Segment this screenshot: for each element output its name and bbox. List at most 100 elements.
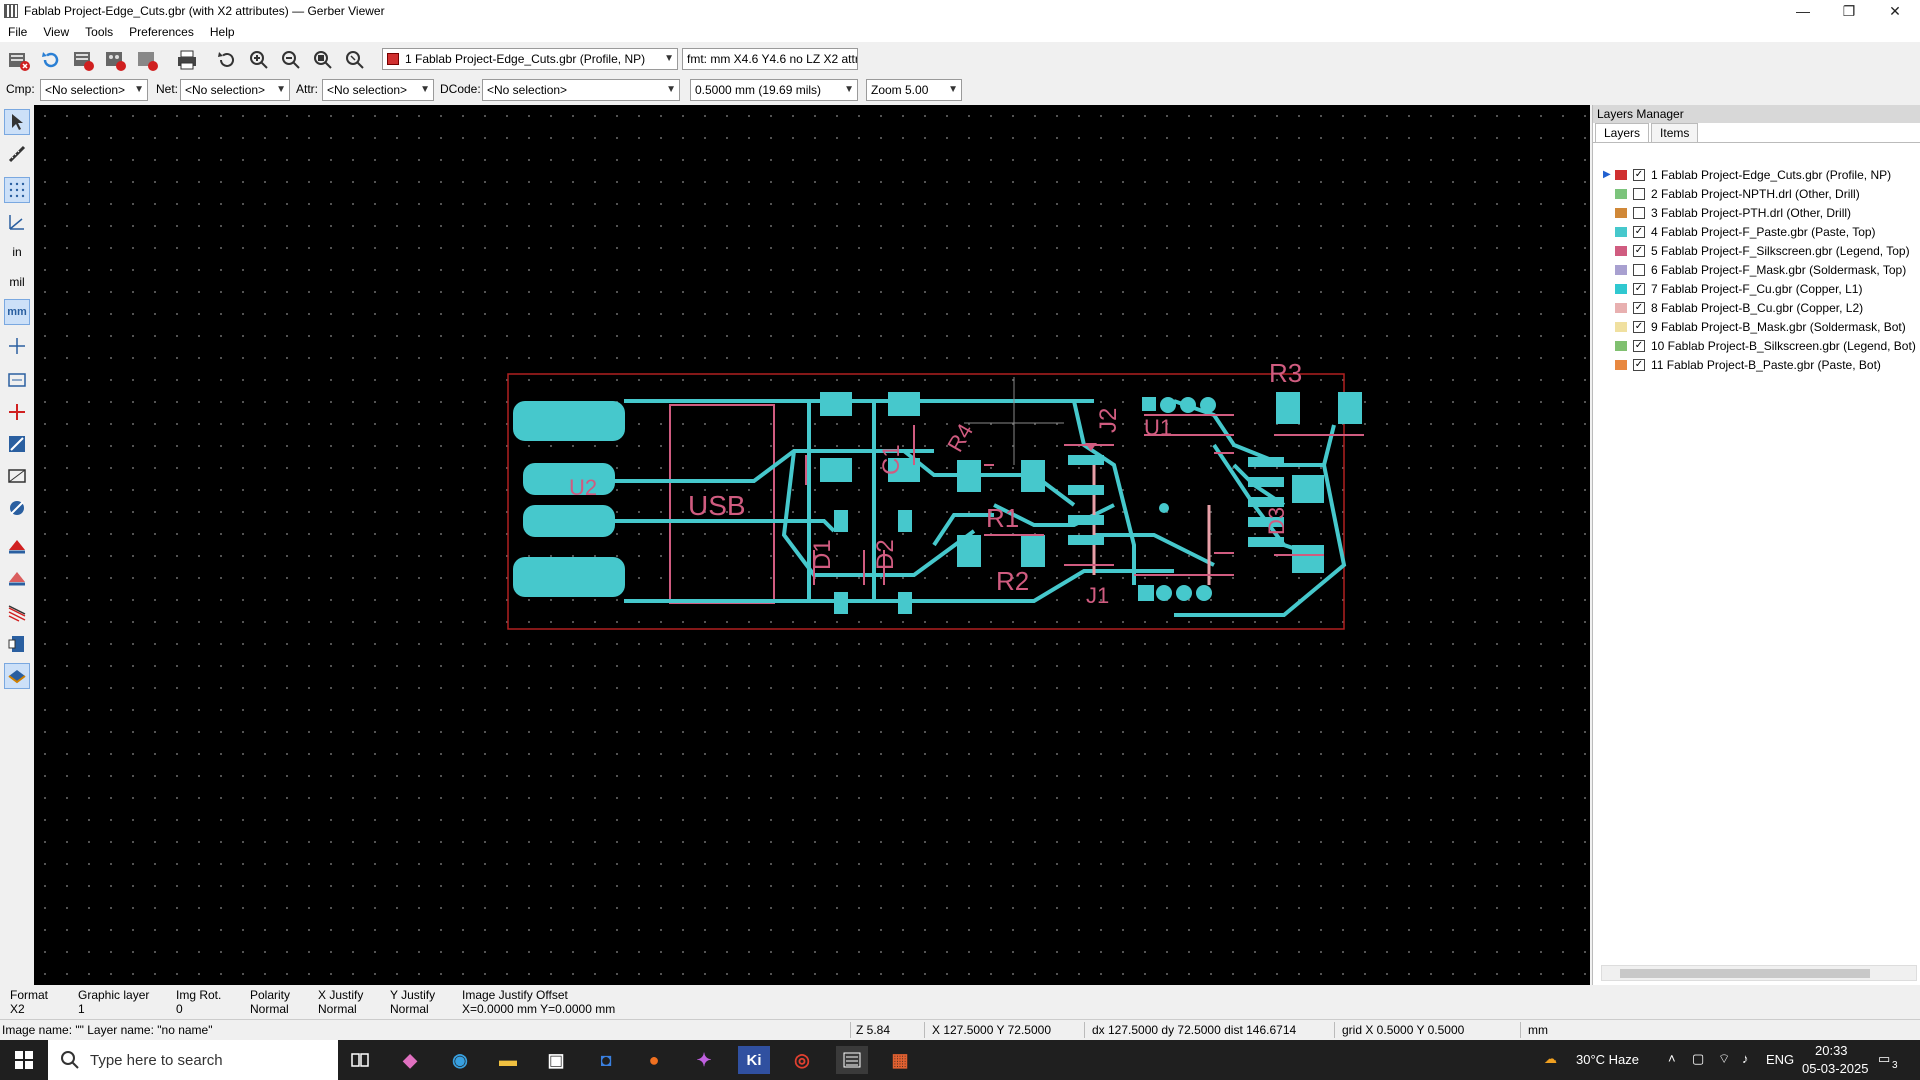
layers-horizontal-scrollbar[interactable] xyxy=(1601,965,1917,981)
layers-transparent-icon[interactable] xyxy=(4,565,30,591)
layer-color-swatch[interactable] xyxy=(1615,207,1627,218)
zoom-fit-icon[interactable] xyxy=(310,47,336,73)
zoom-selection-icon[interactable] xyxy=(342,47,368,73)
print-icon[interactable] xyxy=(174,47,200,73)
layer-row[interactable]: ✓9 Fablab Project-B_Mask.gbr (Soldermask… xyxy=(1603,317,1906,336)
notification-icon[interactable]: ▭ xyxy=(1878,1051,1891,1066)
layer-color-swatch[interactable] xyxy=(1615,226,1627,237)
layer-row[interactable]: 6 Fablab Project-F_Mask.gbr (Soldermask,… xyxy=(1603,260,1906,279)
cursor-shape-icon[interactable] xyxy=(4,333,30,359)
negative-objects-icon[interactable] xyxy=(4,495,30,521)
layer-color-swatch[interactable] xyxy=(1615,188,1627,199)
grid-toggle-icon[interactable] xyxy=(4,177,30,203)
close-button[interactable]: ✕ xyxy=(1889,2,1901,19)
dcode-lines-icon[interactable] xyxy=(4,599,30,625)
flashed-items-icon[interactable] xyxy=(4,399,30,425)
line-sketch-icon[interactable] xyxy=(4,431,30,457)
menu-preferences[interactable]: Preferences xyxy=(129,25,194,39)
chevron-up-icon[interactable]: ˄ xyxy=(1668,1051,1676,1066)
gerbview-taskbar-icon[interactable] xyxy=(836,1046,868,1074)
layer-visibility-checkbox[interactable]: ✓ xyxy=(1633,244,1645,257)
units-mm-button[interactable]: mm xyxy=(4,299,30,325)
dcode-display-icon[interactable] xyxy=(4,367,30,393)
zoom-in-icon[interactable] xyxy=(246,47,272,73)
layer-visibility-checkbox[interactable]: ✓ xyxy=(1633,225,1645,238)
scrollbar-thumb[interactable] xyxy=(1620,969,1870,978)
meet-icon[interactable]: ▢ xyxy=(1692,1051,1705,1066)
layers-diff-icon[interactable] xyxy=(4,533,30,559)
layer-visibility-checkbox[interactable] xyxy=(1633,187,1645,200)
minimize-button[interactable]: — xyxy=(1796,3,1810,19)
layer-row[interactable]: 2 Fablab Project-NPTH.drl (Other, Drill) xyxy=(1603,184,1860,203)
outlook-icon[interactable]: ◘ xyxy=(600,1049,612,1070)
menu-view[interactable]: View xyxy=(43,25,70,39)
layer-color-swatch[interactable] xyxy=(1615,321,1627,332)
layer-row[interactable]: ✓7 Fablab Project-F_Cu.gbr (Copper, L1) xyxy=(1603,279,1862,298)
volume-icon[interactable]: ♪ xyxy=(1742,1051,1749,1066)
windows-start-icon[interactable] xyxy=(8,1046,40,1074)
dcode-select[interactable]: <No selection> ▼ xyxy=(482,79,680,101)
show-layer-manager-icon[interactable] xyxy=(4,631,30,657)
polygon-sketch-icon[interactable] xyxy=(4,463,30,489)
layer-visibility-checkbox[interactable]: ✓ xyxy=(1633,320,1645,333)
microsoft365-icon[interactable]: ✦ xyxy=(696,1049,712,1070)
layers-stack-icon[interactable] xyxy=(4,663,30,689)
layer-row[interactable]: 3 Fablab Project-PTH.drl (Other, Drill) xyxy=(1603,203,1851,222)
layer-row[interactable]: ▶✓1 Fablab Project-Edge_Cuts.gbr (Profil… xyxy=(1603,165,1891,184)
layer-visibility-checkbox[interactable]: ✓ xyxy=(1633,358,1645,371)
layer-row[interactable]: ✓8 Fablab Project-B_Cu.gbr (Copper, L2) xyxy=(1603,298,1863,317)
layer-visibility-checkbox[interactable] xyxy=(1633,206,1645,219)
open-drill-icon[interactable] xyxy=(102,47,128,73)
taskbar-search[interactable]: Type here to search xyxy=(48,1040,338,1080)
reload-icon[interactable] xyxy=(38,47,64,73)
layer-row[interactable]: ✓11 Fablab Project-B_Paste.gbr (Paste, B… xyxy=(1603,355,1881,374)
select-arrow-icon[interactable] xyxy=(4,109,30,135)
open-zip-icon[interactable] xyxy=(134,47,160,73)
layer-color-swatch[interactable] xyxy=(1615,302,1627,313)
clear-layers-icon[interactable] xyxy=(6,47,32,73)
layer-color-swatch[interactable] xyxy=(1615,245,1627,256)
redraw-icon[interactable] xyxy=(214,47,240,73)
language-indicator[interactable]: ENG xyxy=(1766,1052,1795,1067)
kicad-icon[interactable]: Ki xyxy=(738,1046,770,1074)
clock-date[interactable]: 05-03-2025 xyxy=(1802,1061,1869,1076)
units-inch-button[interactable]: in xyxy=(12,245,22,259)
zoom-out-icon[interactable] xyxy=(278,47,304,73)
open-gerber-icon[interactable] xyxy=(70,47,96,73)
layer-visibility-checkbox[interactable]: ✓ xyxy=(1633,282,1645,295)
gerber-canvas[interactable]: R3 USB J2 U1 C1 R4 R1 R2 D1 D2 J1 D3 U2 xyxy=(34,105,1590,985)
winrar-icon[interactable]: ▦ xyxy=(891,1049,909,1070)
units-mil-button[interactable]: mil xyxy=(9,275,25,289)
weather-text[interactable]: 30°C Haze xyxy=(1576,1052,1640,1067)
layer-color-swatch[interactable] xyxy=(1615,283,1627,294)
task-view-icon[interactable] xyxy=(344,1046,376,1074)
layer-color-swatch[interactable] xyxy=(1615,264,1627,275)
measure-icon[interactable] xyxy=(4,141,30,167)
store-icon[interactable]: ▣ xyxy=(547,1049,565,1070)
menu-tools[interactable]: Tools xyxy=(85,25,114,39)
layer-color-swatch[interactable] xyxy=(1615,359,1627,370)
net-select[interactable]: <No selection> ▼ xyxy=(180,79,290,101)
layer-visibility-checkbox[interactable]: ✓ xyxy=(1633,339,1645,352)
layer-row[interactable]: ✓5 Fablab Project-F_Silkscreen.gbr (Lege… xyxy=(1603,241,1910,260)
zoom-select[interactable]: Zoom 5.00 ▼ xyxy=(866,79,962,101)
copilot-icon[interactable]: ◆ xyxy=(403,1049,417,1070)
tab-items[interactable]: Items xyxy=(1651,123,1699,142)
attr-select[interactable]: <No selection> ▼ xyxy=(322,79,434,101)
layer-visibility-checkbox[interactable]: ✓ xyxy=(1633,301,1645,314)
tab-layers[interactable]: Layers xyxy=(1595,123,1650,142)
polar-coords-icon[interactable] xyxy=(4,209,30,235)
wifi-icon[interactable]: ⌔ xyxy=(1718,1051,1731,1066)
firefox-icon[interactable]: ● xyxy=(648,1049,660,1070)
active-layer-select[interactable]: 1 Fablab Project-Edge_Cuts.gbr (Profile,… xyxy=(382,48,678,70)
chrome-icon[interactable]: ◎ xyxy=(794,1049,810,1070)
maximize-button[interactable]: ❐ xyxy=(1842,2,1856,19)
edge-browser-icon[interactable]: ◉ xyxy=(452,1049,468,1070)
layer-visibility-checkbox[interactable]: ✓ xyxy=(1633,168,1645,181)
file-explorer-icon[interactable]: ▬ xyxy=(499,1049,517,1070)
cmp-select[interactable]: <No selection> ▼ xyxy=(40,79,148,101)
grid-select[interactable]: 0.5000 mm (19.69 mils) ▼ xyxy=(690,79,858,101)
menu-file[interactable]: File xyxy=(8,25,28,39)
layer-row[interactable]: ✓4 Fablab Project-F_Paste.gbr (Paste, To… xyxy=(1603,222,1876,241)
layer-row[interactable]: ✓10 Fablab Project-B_Silkscreen.gbr (Leg… xyxy=(1603,336,1916,355)
